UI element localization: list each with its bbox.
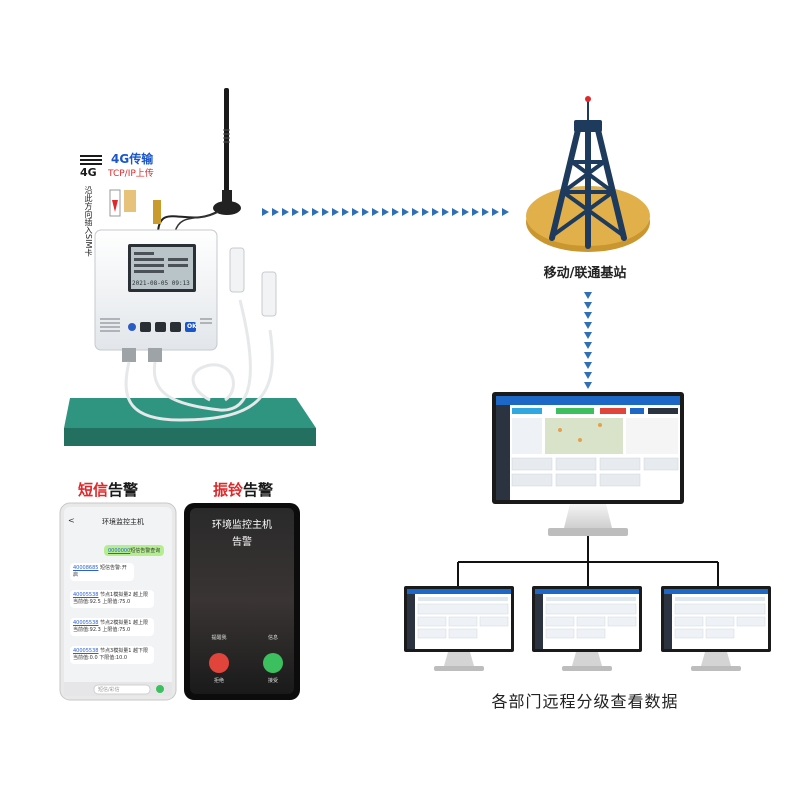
four-g-logo: [80, 155, 136, 217]
arrow-dot: [482, 208, 489, 216]
arrow-dot: [452, 208, 459, 216]
client-monitor: [661, 586, 771, 671]
arrow-dot: [584, 292, 592, 299]
arrow-dot: [584, 302, 592, 309]
arrow-dot: [322, 208, 329, 216]
decline-button[interactable]: [209, 653, 229, 673]
arrow-dot: [392, 208, 399, 216]
client-monitor: [404, 586, 514, 671]
data-logger-device: [94, 200, 277, 422]
sms-alarm-label: 短信告警: [78, 481, 139, 499]
sim-insert-hint: 沿此方向插入SIM卡: [84, 186, 93, 257]
ring-alarm-label: 振铃告警: [213, 481, 274, 499]
call-accept-label: 接受: [267, 678, 278, 684]
arrow-to-base-station: [262, 208, 509, 216]
sms-contact-title: 环境监控主机: [102, 518, 144, 526]
main-monitor: [492, 392, 684, 536]
network-tree: [457, 536, 719, 586]
sms-message-1: 40008685 短信告警:开启: [70, 563, 134, 581]
arrow-dot: [502, 208, 509, 216]
sms-back-icon: <: [68, 516, 75, 525]
arrow-dot: [262, 208, 269, 216]
call-phone: [184, 503, 300, 700]
arrow-dot: [342, 208, 349, 216]
arrow-dot: [352, 208, 359, 216]
accept-button[interactable]: [263, 653, 283, 673]
base-station-label: 移动/联通基站: [543, 266, 627, 281]
call-remind-label: 提醒我: [211, 635, 227, 641]
arrow-dot: [372, 208, 379, 216]
arrow-dot: [402, 208, 409, 216]
arrow-dot: [584, 372, 592, 379]
arrow-dot: [584, 342, 592, 349]
four-g-text: 4G: [80, 166, 97, 179]
antenna: [157, 88, 241, 233]
arrow-dot: [292, 208, 299, 216]
call-decline-label: 拒绝: [213, 678, 224, 684]
call-title: 环境监控主机 告警: [212, 520, 272, 548]
arrow-dot: [282, 208, 289, 216]
arrow-dot: [382, 208, 389, 216]
base-station-tower: [526, 96, 650, 252]
client-monitors: [404, 586, 771, 671]
arrow-dot: [302, 208, 309, 216]
transfer-title: 4G传输: [111, 152, 154, 166]
arrow-dot: [272, 208, 279, 216]
arrow-dot: [584, 352, 592, 359]
arrow-dot: [584, 332, 592, 339]
arrow-dot: [442, 208, 449, 216]
bottom-caption: 各部门远程分级查看数据: [491, 692, 679, 711]
arrow-dot: [412, 208, 419, 216]
call-message-label: 信息: [267, 635, 278, 641]
arrow-dot: [362, 208, 369, 216]
arrow-dot: [462, 208, 469, 216]
arrow-dot: [472, 208, 479, 216]
arrow-to-server: [584, 292, 592, 389]
device-screen-date: 2021-08-05 09:13: [132, 280, 190, 287]
sms-message-3: 40005538 节点2模拟量1 越上限 当前值:92.3 上限值:75.0: [70, 618, 154, 636]
transfer-subtitle: TCP/IP上传: [108, 169, 154, 179]
arrow-dot: [584, 322, 592, 329]
sms-input[interactable]: 短信/彩信: [98, 687, 120, 693]
sms-message-4: 40005538 节点3模拟量1 越下限 当前值:0.0 下限值:10.0: [70, 646, 154, 664]
arrow-dot: [422, 208, 429, 216]
arrow-dot: [312, 208, 319, 216]
device-ok-button-label: OK: [187, 323, 197, 330]
arrow-dot: [584, 362, 592, 369]
sms-sent-message: 0000000短信告警查询: [104, 545, 165, 556]
client-monitor: [532, 586, 642, 671]
arrow-dot: [432, 208, 439, 216]
arrow-dot: [584, 382, 592, 389]
sms-message-2: 40005538 节点1模拟量2 越上限 当前值:92.5 上限值:75.0: [70, 590, 154, 608]
arrow-dot: [492, 208, 499, 216]
arrow-dot: [332, 208, 339, 216]
arrow-dot: [584, 312, 592, 319]
